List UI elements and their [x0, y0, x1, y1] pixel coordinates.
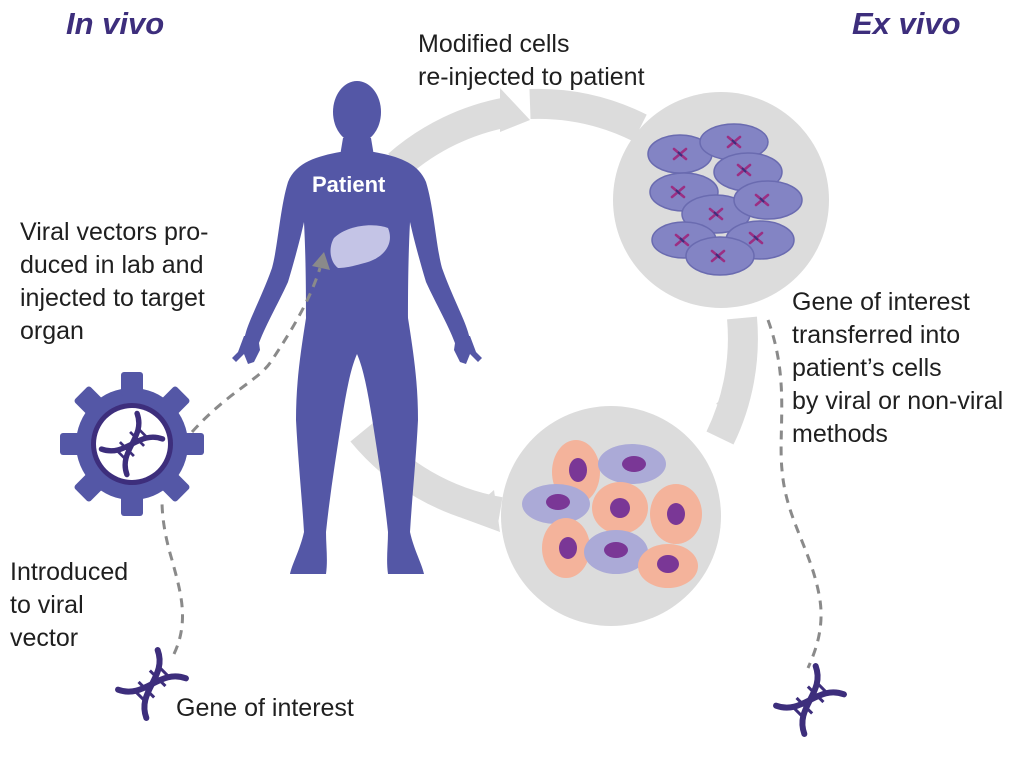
- label-patient: Patient: [312, 172, 386, 197]
- arrowhead-top: [500, 88, 530, 132]
- patient-neck: [340, 138, 374, 156]
- patient-body: [242, 152, 472, 574]
- patient-left-hand: [232, 336, 260, 364]
- label-gene-of-interest: Gene of interest: [176, 694, 354, 722]
- dashed-connectors: [160, 267, 823, 669]
- heading-ex-vivo: Ex vivo: [852, 6, 961, 41]
- label-gene-transferred: Gene of interest transferred into patien…: [792, 288, 1004, 448]
- liver-icon: [330, 225, 390, 268]
- patient-silhouette: [232, 81, 482, 574]
- cell-dish-patient: [501, 406, 721, 626]
- arrowhead-right: [716, 370, 750, 412]
- cell-nuclei: [546, 456, 685, 573]
- dashed-gear-to-liver: [190, 267, 322, 434]
- cycle-arrowheads: [462, 88, 750, 532]
- dna-icon-ex-vivo: [776, 666, 844, 734]
- dashed-dna-to-gear: [160, 499, 184, 655]
- heading-in-vivo: In vivo: [66, 6, 165, 41]
- cycle-arc-top: [388, 97, 511, 177]
- arrowhead-bottom: [462, 490, 500, 532]
- patient-head: [333, 81, 381, 143]
- label-introduced: Introduced to viral vector: [10, 558, 129, 652]
- cell-dish-modified: [613, 92, 829, 308]
- cycle-arc-right: [706, 316, 758, 445]
- cycle-arc-top-right: [529, 88, 647, 142]
- gear-icon: [60, 372, 204, 516]
- dashed-cells-to-dna: [766, 319, 823, 669]
- arrowhead-liver: [312, 252, 330, 270]
- patient-right-hand: [454, 336, 482, 364]
- label-reinjected: Modified cells re-injected to patient: [418, 30, 645, 91]
- label-viral-vectors: Viral vectors pro- duced in lab and inje…: [20, 218, 209, 345]
